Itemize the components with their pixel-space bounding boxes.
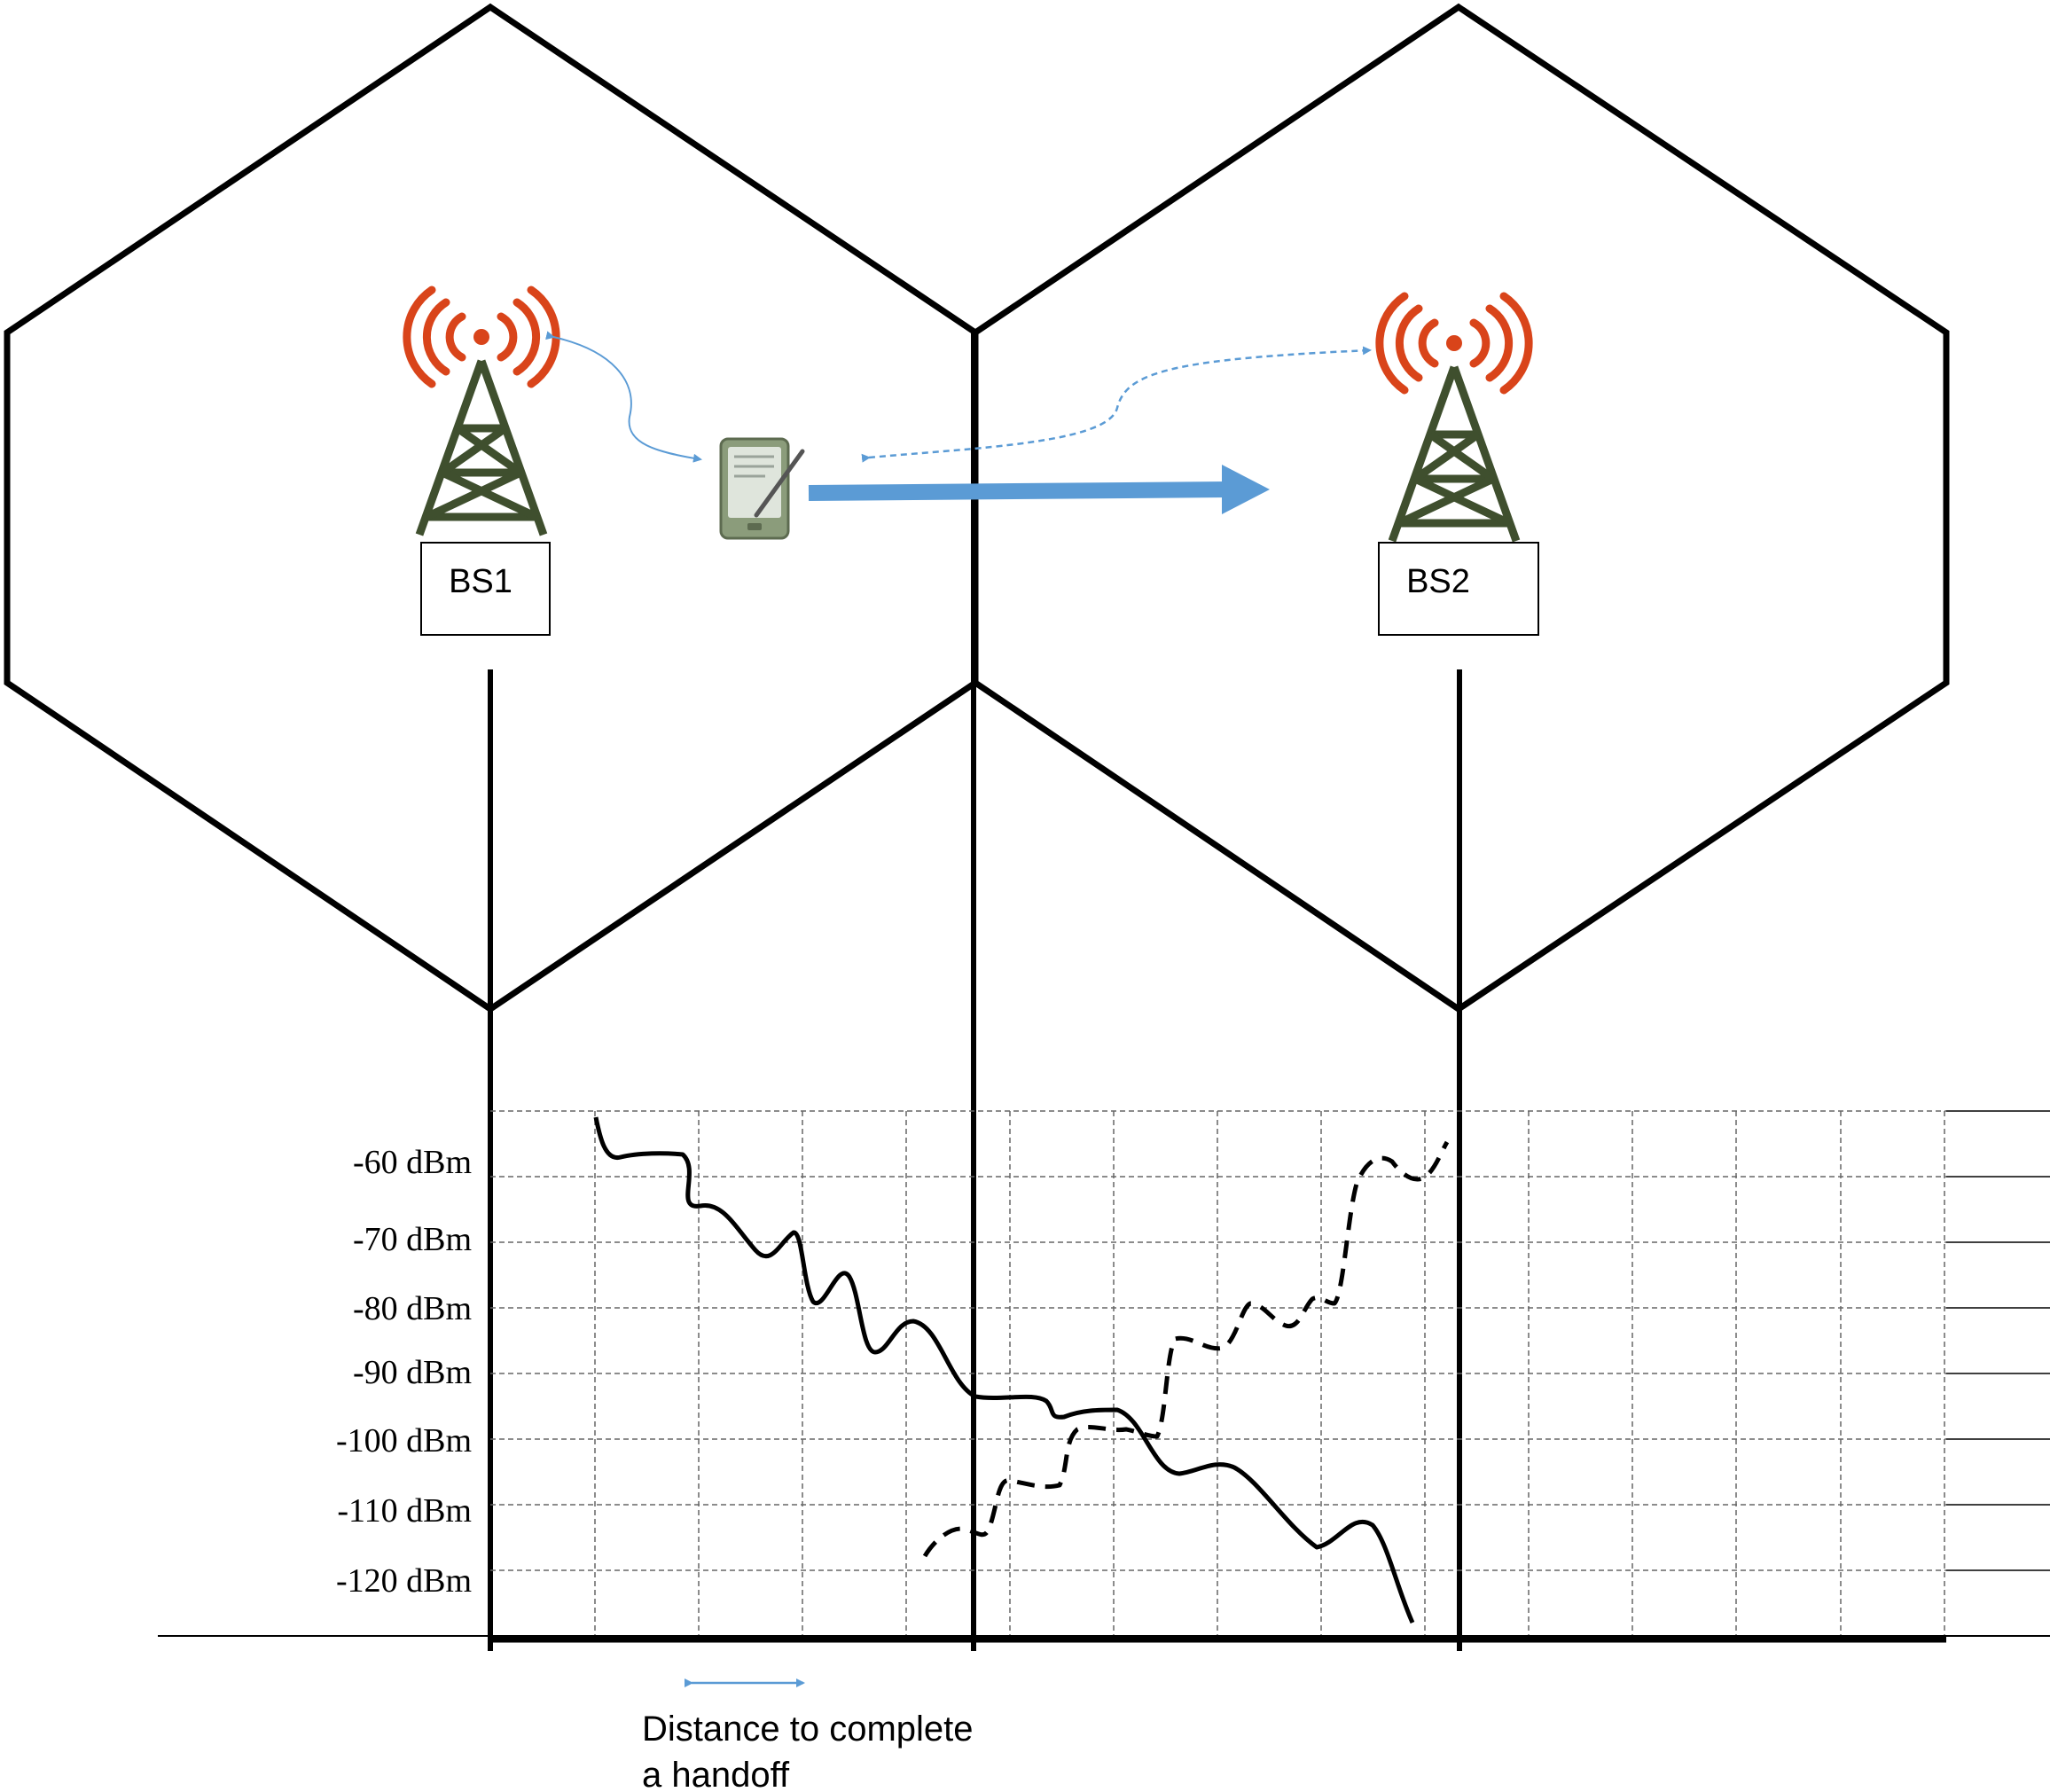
radio-tower-icon — [1380, 296, 1529, 541]
movement-arrow-head — [1222, 465, 1270, 514]
signal-arrows — [545, 331, 1372, 514]
mobile-device-icon — [719, 437, 805, 540]
y-label-60: -60 dBm — [353, 1144, 472, 1181]
bs2-signal-curve — [922, 1140, 1450, 1558]
y-label-110: -110 dBm — [337, 1492, 472, 1530]
handoff-note-line1: Distance to complete — [642, 1710, 974, 1749]
signal-grid — [490, 1110, 1946, 1636]
bs1-signal-curve — [593, 1116, 1415, 1624]
y-label-80: -80 dBm — [353, 1290, 472, 1327]
bs1-box: BS1 — [420, 542, 551, 636]
vertical-guides — [488, 333, 1462, 1651]
cell-hexagons — [4, 3, 1950, 1013]
bs2-box: BS2 — [1378, 542, 1539, 636]
movement-arrow-shaft — [808, 481, 1229, 501]
bs1-link-arrow — [545, 331, 702, 463]
bs2-link-arrow — [861, 346, 1372, 463]
bs2-label: BS2 — [1406, 563, 1470, 600]
y-label-70: -70 dBm — [353, 1221, 472, 1258]
grid-edge-ticks — [1946, 1110, 2050, 1571]
y-label-100: -100 dBm — [336, 1422, 472, 1459]
signal-axis-labels: -60 dBm -70 dBm -80 dBm -90 dBm -100 dBm… — [336, 1144, 472, 1600]
y-label-90: -90 dBm — [353, 1354, 472, 1391]
radio-tower-icon — [407, 290, 556, 535]
handoff-note-line2: a handoff — [642, 1756, 790, 1792]
y-label-120: -120 dBm — [336, 1562, 472, 1600]
bs1-label: BS1 — [449, 563, 512, 600]
